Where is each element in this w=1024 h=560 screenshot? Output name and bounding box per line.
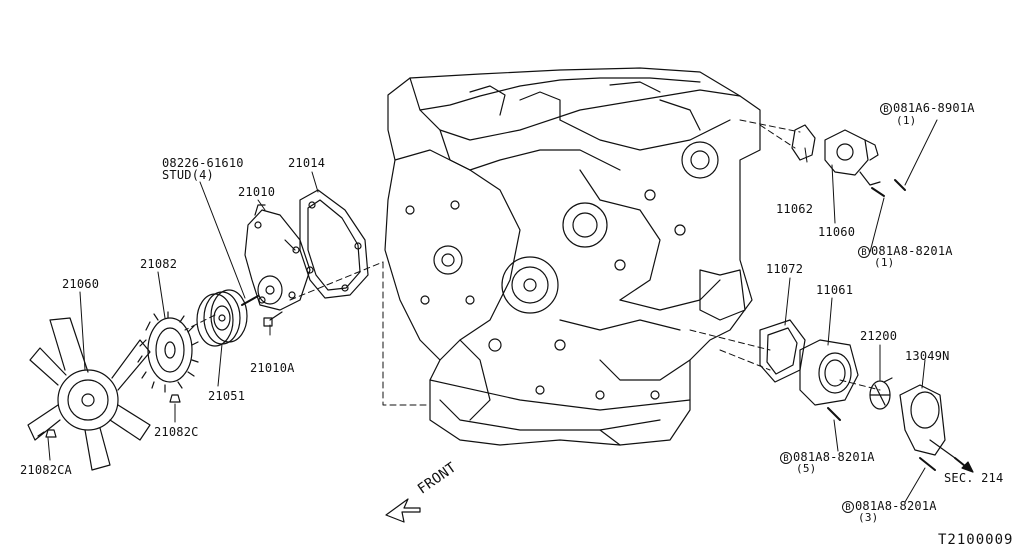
label-water-outlet: 11060 [818,225,856,239]
bolt-a-part: 081A6-8901A [893,101,975,115]
fan-clutch-21082 [137,311,199,393]
label-pulley: 21051 [208,389,246,403]
label-bolt-c-qty: (5) [796,462,817,475]
label-bolt-a-qty: (1) [896,114,917,127]
pulley-21051 [196,289,248,347]
fan-21060 [27,317,151,471]
label-stud-part: 08226-61610 [162,156,244,170]
thermostat-21200 [869,377,893,410]
engine-block [384,67,761,446]
label-gasket-outlet-upper: 11062 [776,202,814,216]
diagram-id: T2100009 [938,532,1014,548]
bolt-d-part: 081A8-8201A [855,499,937,513]
label-thermostat: 21200 [860,329,898,343]
leader-lines [47,119,938,503]
bolt-symbol: B [780,451,792,464]
inlet-pipe-13049n [899,384,956,459]
label-thermostat-housing: 11061 [816,283,854,297]
label-water-pump: 21010 [238,185,276,199]
label-pump-bolt: 21010A [250,361,295,375]
fasteners [37,394,181,438]
bolt-symbol: B [880,102,892,115]
bolt-symbol: B [858,245,870,258]
water-outlet-11060 [791,124,906,197]
bolt-c-part: 081A8-8201A [793,450,875,464]
label-fan: 21060 [62,277,100,291]
front-arrow [385,498,421,523]
label-stud-note: STUD(4) [162,168,214,182]
label-bolt-fan: 21082CA [20,463,72,477]
label-inlet-pipe: 13049N [905,349,950,363]
label-gasket-pump: 21014 [288,156,326,170]
label-nut-clutch: 21082C [154,425,199,439]
bolt-symbol: B [842,500,854,513]
label-gasket-inlet: 11072 [766,262,804,276]
label-fan-clutch: 21082 [140,257,178,271]
label-bolt-d-qty: (3) [858,511,879,524]
water-pump-21010 [241,204,311,327]
gasket-11072 [759,319,806,383]
label-bolt-b-qty: (1) [874,256,895,269]
thermostat-housing-11061 [799,339,859,406]
bolt-b-part: 081A8-8201A [871,244,953,258]
section-arrowhead [961,461,974,473]
bolts-thermostat [827,407,936,471]
gasket-21014 [299,189,369,299]
label-sec-ref: SEC. 214 [944,471,1004,485]
